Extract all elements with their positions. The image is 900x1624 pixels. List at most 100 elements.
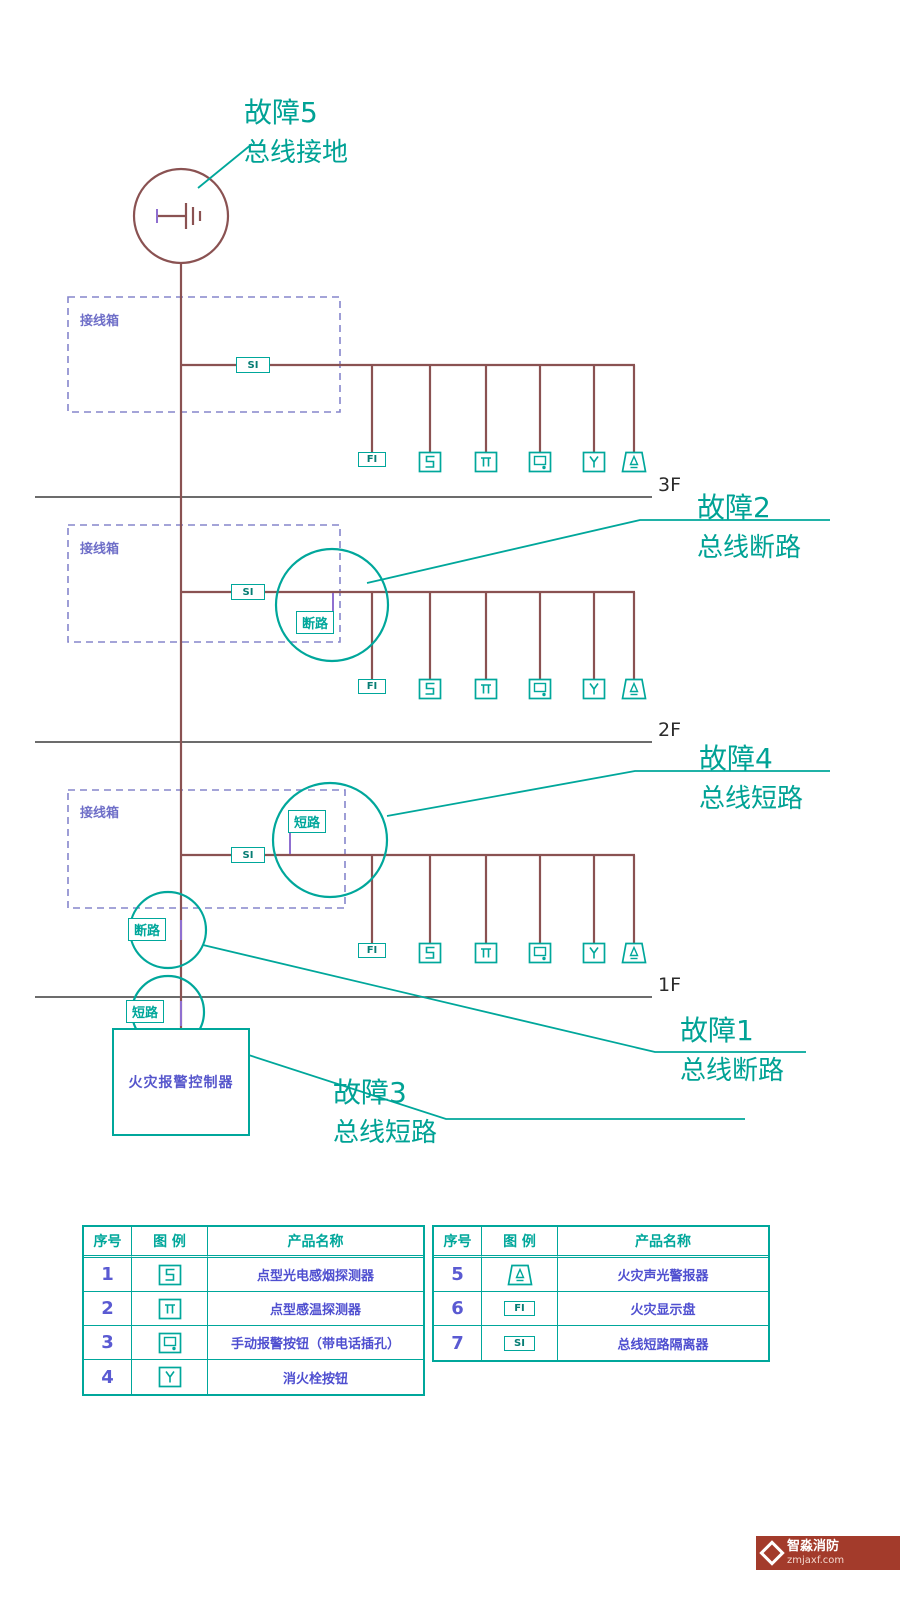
smoke-detector-icon [158, 1264, 182, 1286]
fault4-callout: 故障4 总线短路 [699, 738, 803, 819]
fi-display-2f: FI [358, 679, 386, 694]
legend-row-name: 手动报警按钮（带电话插孔） [208, 1326, 423, 1360]
legend-header-symbol: 图 例 [482, 1227, 558, 1258]
junction-box-label-3f: 接线箱 [80, 314, 120, 329]
fault2-leader-line [366, 519, 830, 584]
fault2-circle [274, 547, 390, 663]
fault4-circle [271, 781, 389, 899]
smoke-detector-icon [418, 678, 442, 700]
short-circuit-label-1f: 短路 [288, 810, 327, 833]
manual-call-point-icon [528, 451, 552, 473]
legend-row-no: 4 [84, 1360, 132, 1394]
si-isolator-3f: SI [236, 357, 270, 373]
legend-row-name: 火灾显示盘 [558, 1292, 768, 1326]
legend-header-name: 产品名称 [558, 1227, 768, 1258]
heat-detector-icon [474, 942, 498, 964]
fault5-subtitle: 总线接地 [244, 138, 349, 168]
legend-row-name: 消火栓按钮 [282, 1371, 348, 1387]
fault2-callout: 故障2 总线断路 [697, 487, 801, 568]
legend-header-name: 产品名称 [208, 1227, 423, 1258]
smoke-detector-icon [418, 942, 442, 964]
legend-row-name: 总线短路隔离器 [617, 1337, 709, 1353]
manual-call-point-icon [528, 942, 552, 964]
smoke-detector-icon [418, 451, 442, 473]
watermark-site: zmjaxf.com [787, 1554, 845, 1566]
earth-ground-icon [156, 203, 202, 229]
hydrant-button-icon [582, 451, 606, 473]
fire-alarm-controller-box: 火灾报警控制器 [112, 1028, 250, 1136]
fi-display-icon: FI [504, 1301, 535, 1316]
floor-label-3f: 3F [658, 474, 682, 496]
legend-row-no: 2 [84, 1292, 132, 1326]
heat-detector-icon [158, 1298, 182, 1320]
legend-row: 4 消火栓按钮 [84, 1360, 423, 1394]
legend-row-no: 1 [84, 1258, 132, 1292]
fi-display-3f: FI [358, 452, 386, 467]
legend-row-symbol: SI [482, 1326, 558, 1360]
fault5-callout: 故障5 总线接地 [244, 92, 348, 173]
fault5-leader-line [197, 143, 253, 189]
fault1-leader-line [202, 944, 806, 1053]
legend-header-row: 序号 图 例 产品名称 [434, 1227, 768, 1258]
fault3-callout: 故障3 总线短路 [333, 1072, 437, 1153]
fire-alarm-controller-label: 火灾报警控制器 [128, 1075, 234, 1091]
legend-row: 5 火灾声光警报器 [434, 1258, 768, 1292]
legend-header-row: 序号 图 例 产品名称 [84, 1227, 423, 1258]
junction-box-3f [67, 296, 341, 413]
hydrant-button-icon [158, 1366, 182, 1388]
fault1-title: 故障1 [680, 1014, 754, 1047]
sounder-strobe-icon [621, 451, 647, 473]
floor-label-2f: 2F [658, 719, 682, 741]
legend-row-symbol [482, 1258, 558, 1292]
fault1-subtitle: 总线断路 [680, 1056, 785, 1086]
junction-box-label-1f: 接线箱 [80, 806, 120, 821]
si-isolator-2f: SI [231, 584, 265, 600]
legend-header-no: 序号 [434, 1227, 482, 1258]
junction-box-label-2f: 接线箱 [80, 542, 120, 557]
legend-row-symbol [132, 1292, 208, 1326]
manual-call-point-icon [528, 678, 552, 700]
sounder-strobe-icon [507, 1264, 533, 1286]
legend-row: 2 点型感温探测器 [84, 1292, 423, 1326]
legend-row: 1 点型光电感烟探测器 [84, 1258, 423, 1292]
watermark-badge: 智淼消防 zmjaxf.com [756, 1536, 900, 1570]
device-drop-lines-1f [370, 855, 636, 943]
legend-row: 3 手动报警按钮（带电话插孔） [84, 1326, 423, 1360]
fault5-title: 故障5 [244, 96, 318, 129]
short-circuit-label-riser: 短路 [126, 1000, 165, 1023]
device-drop-lines-3f [370, 365, 636, 452]
fault-tick-marks [180, 593, 334, 1026]
floor-label-1f: 1F [658, 974, 682, 996]
watermark-logo-icon [759, 1540, 785, 1566]
open-circuit-label-2f: 断路 [296, 611, 335, 634]
legend-row-no: 7 [434, 1326, 482, 1360]
legend-header-no: 序号 [84, 1227, 132, 1258]
junction-box-2f [67, 524, 341, 643]
legend-row-symbol [132, 1360, 208, 1394]
legend-table-left: 序号 图 例 产品名称 1 点型光电感烟探测器 2 点型感温探测器 3 手动报警… [82, 1225, 425, 1396]
sounder-strobe-icon [621, 678, 647, 700]
legend-row-no: 5 [434, 1258, 482, 1292]
legend-table-right: 序号 图 例 产品名称 5 火灾声光警报器 6 FI 火灾显示盘 7 SI 总线… [432, 1225, 770, 1362]
heat-detector-icon [474, 678, 498, 700]
legend-row-name: 火灾声光警报器 [558, 1258, 768, 1292]
sounder-strobe-icon [621, 942, 647, 964]
legend-header-symbol: 图 例 [132, 1227, 208, 1258]
si-isolator-icon: SI [504, 1335, 535, 1351]
legend-row-no: 3 [84, 1326, 132, 1360]
manual-call-point-icon [158, 1332, 182, 1354]
hydrant-button-icon [582, 678, 606, 700]
heat-detector-icon [474, 451, 498, 473]
legend-row-name: 点型光电感烟探测器 [208, 1258, 423, 1292]
fault4-title: 故障4 [699, 742, 773, 775]
junction-box-1f [67, 789, 346, 909]
fi-display-1f: FI [358, 943, 386, 958]
fault3-title: 故障3 [333, 1076, 407, 1109]
legend-row-name: 点型感温探测器 [208, 1292, 423, 1326]
fault2-title: 故障2 [697, 491, 771, 524]
fault1-callout: 故障1 总线断路 [680, 1010, 784, 1091]
fault4-leader-line [386, 770, 830, 817]
watermark-name: 智淼消防 [787, 1538, 840, 1554]
fault4-subtitle: 总线短路 [699, 784, 804, 814]
